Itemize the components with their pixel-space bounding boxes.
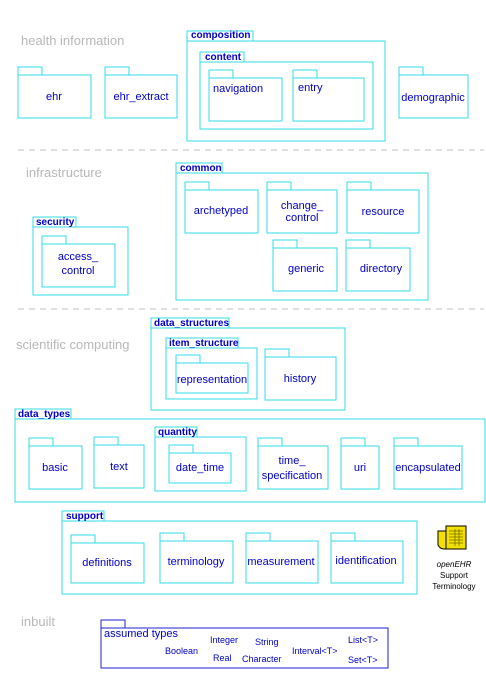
package-label: time_ — [279, 455, 307, 467]
package-label: text — [110, 461, 128, 473]
package-terminology[interactable]: terminology — [159, 532, 234, 584]
package-label: date_time — [176, 462, 224, 474]
package-label: resource — [362, 206, 405, 218]
package-definitions[interactable]: definitions — [70, 534, 145, 584]
package-resource[interactable]: resource — [346, 181, 420, 234]
package-label: basic — [42, 462, 68, 474]
type-list: List<T> — [348, 635, 378, 645]
package-title: security — [36, 217, 75, 228]
package-title: support — [66, 511, 104, 522]
package-directory[interactable]: directory — [345, 239, 411, 292]
package-label: identification — [335, 555, 396, 567]
package-navigation[interactable]: navigation — [208, 69, 283, 122]
package-label: control — [285, 212, 318, 224]
package-history[interactable]: history — [264, 348, 337, 401]
package-ehr-extract[interactable]: ehr_extract — [104, 66, 178, 119]
package-composition[interactable]: composition — [186, 30, 386, 142]
package-demographic[interactable]: demographic — [398, 66, 469, 119]
package-label: access_ — [58, 251, 99, 263]
package-support[interactable]: support — [61, 510, 418, 595]
package-identification[interactable]: identification — [330, 532, 404, 584]
package-text[interactable]: text — [93, 436, 145, 489]
type-string: String — [255, 637, 279, 647]
package-label: control — [61, 265, 94, 277]
package-data-structures[interactable]: data_structures — [150, 317, 346, 411]
package-label: change_ — [281, 200, 324, 212]
package-assumed-types[interactable]: assumed types Boolean Integer Real Strin… — [100, 619, 389, 669]
package-archetyped[interactable]: archetyped — [184, 181, 259, 234]
package-label: ehr_extract — [113, 91, 168, 103]
type-real: Real — [213, 653, 232, 663]
package-measurement[interactable]: measurement — [245, 532, 319, 584]
package-label: directory — [360, 263, 403, 275]
section-health-information: health information — [21, 33, 124, 48]
package-label: entry — [298, 82, 323, 94]
package-title: item_structure — [169, 338, 239, 349]
package-label: terminology — [168, 556, 225, 568]
package-uri[interactable]: uri — [340, 437, 380, 490]
section-inbuilt: inbuilt — [21, 614, 55, 629]
type-set: Set<T> — [348, 655, 378, 665]
section-scientific-computing: scientific computing — [16, 337, 129, 352]
package-label: history — [284, 373, 317, 385]
package-item-structure[interactable]: item_structure — [165, 337, 258, 400]
terminology-caption-line2: Support — [440, 571, 469, 580]
package-label: ehr — [46, 91, 62, 103]
package-label: measurement — [247, 556, 314, 568]
package-label: demographic — [401, 92, 465, 104]
package-label: specification — [262, 470, 323, 482]
package-label: uri — [354, 462, 366, 474]
package-common[interactable]: common — [175, 162, 429, 301]
type-interval: Interval<T> — [292, 646, 338, 656]
package-data-types[interactable]: data_types — [14, 408, 486, 503]
package-label: archetyped — [194, 205, 248, 217]
package-label: encapsulated — [395, 462, 460, 474]
package-time-specification[interactable]: time_ specification — [257, 437, 329, 490]
package-title: content — [205, 52, 242, 63]
package-label: navigation — [213, 83, 263, 95]
type-boolean: Boolean — [165, 646, 198, 656]
package-label: definitions — [82, 557, 132, 569]
package-title: quantity — [158, 427, 197, 438]
package-representation[interactable]: representation — [175, 354, 249, 394]
terminology-caption-line1: openEHR — [437, 560, 472, 569]
package-change-control[interactable]: change_ control — [266, 181, 338, 234]
package-title: common — [180, 163, 222, 174]
package-security[interactable]: security — [32, 216, 129, 296]
package-basic[interactable]: basic — [28, 437, 83, 490]
package-access-control[interactable]: access_ control — [41, 235, 116, 288]
terminology-caption-line3: Terminology — [432, 582, 475, 591]
package-label: representation — [177, 374, 247, 386]
package-title: assumed types — [104, 628, 178, 640]
package-encapsulated[interactable]: encapsulated — [393, 437, 463, 490]
package-entry[interactable]: entry — [292, 69, 365, 122]
section-infrastructure: infrastructure — [26, 165, 102, 180]
package-ehr[interactable]: ehr — [17, 66, 92, 119]
package-title: data_structures — [154, 318, 229, 329]
type-character: Character — [242, 654, 282, 664]
package-date-time[interactable]: date_time — [168, 444, 232, 484]
type-integer: Integer — [210, 635, 238, 645]
package-title: composition — [191, 30, 250, 41]
package-quantity[interactable]: quantity — [154, 426, 247, 492]
package-label: generic — [288, 263, 325, 275]
book-icon — [437, 525, 467, 550]
package-content[interactable]: content — [199, 51, 374, 130]
package-title: data_types — [18, 409, 71, 420]
package-generic[interactable]: generic — [272, 239, 338, 292]
